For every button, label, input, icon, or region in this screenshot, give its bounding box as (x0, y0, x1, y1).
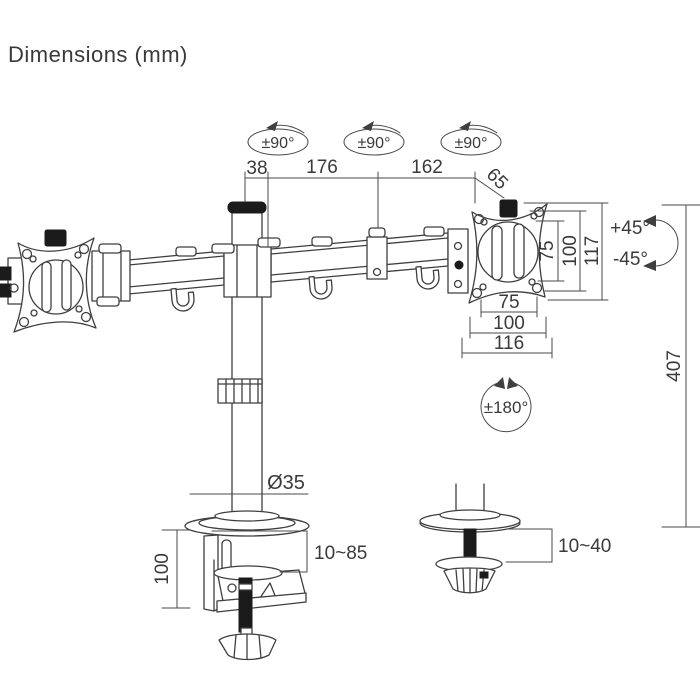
swivel-arrow-icon (362, 121, 374, 131)
grommet-mount (419, 483, 521, 594)
right-vesa-plate (468, 199, 548, 304)
dim-v75-label: 75 (537, 240, 558, 261)
swivel-annotation-2: ±90° (343, 121, 405, 156)
desk-clamp-mount (184, 510, 310, 661)
dim-v100-label: 100 (560, 235, 581, 267)
pole-diameter-dimension: Ø35 (189, 472, 309, 495)
knob-offset-leader (474, 177, 505, 199)
dim-162-label: 162 (411, 157, 443, 178)
left-plate-hinge (0, 257, 25, 305)
swivel-arrow-icon (266, 121, 278, 131)
swivel-2-label: ±90° (358, 135, 391, 152)
dim-117-label: 117 (582, 236, 603, 266)
page-title: Dimensions (mm) (8, 42, 188, 67)
tilt-down-label: -45° (613, 249, 648, 270)
tilt-arrow-up-icon (643, 215, 656, 227)
swivel-3-label: ±90° (455, 135, 488, 152)
clamp-height-dimension: 100 (152, 529, 191, 609)
rotation-annotation: ±180° (480, 377, 532, 433)
dim-dia35-label: Ø35 (267, 472, 305, 494)
right-arm-end-joint (447, 228, 469, 294)
center-pole-joint (211, 237, 281, 298)
swivel-annotation-3: ±90° (440, 121, 502, 156)
left-arm-end-joint (91, 243, 131, 307)
plate-horizontal-dimensions: 75 100 116 (461, 292, 553, 359)
plate-vertical-dimensions: 75 100 117 (523, 202, 609, 301)
dim-116-label: 116 (494, 333, 524, 354)
grommet-range-dimension: 10~40 (505, 528, 611, 563)
tilt-arrow-down-icon (643, 260, 656, 271)
pole-cap (227, 201, 267, 214)
clamp-knob (218, 627, 277, 661)
tilt-annotation: +45° -45° (610, 215, 679, 271)
rotate-arrow-left-icon (494, 377, 505, 389)
left-plate-knob (44, 229, 67, 247)
column-height-dimension: 407 (661, 204, 700, 528)
dim-407-label: 407 (664, 350, 685, 382)
dim-100-clamp-label: 100 (152, 553, 173, 585)
swivel-arrow-icon (459, 121, 471, 131)
right-plate-knob (499, 199, 518, 218)
left-vesa-plate (0, 229, 97, 333)
dim-10-40-label: 10~40 (558, 536, 611, 557)
swivel-1-label: ±90° (262, 135, 295, 152)
mid-arm-joint (366, 227, 388, 280)
monitor-arm (91, 226, 469, 312)
dim-10-85-label: 10~85 (314, 543, 367, 564)
dim-h75-label: 75 (498, 292, 519, 313)
cable-clip (170, 265, 440, 312)
dim-65-label: 65 (482, 164, 512, 194)
grommet-knob (443, 567, 496, 594)
dim-38-label: 38 (246, 158, 267, 179)
dim-h100-label: 100 (493, 313, 525, 334)
rotation-label: ±180° (484, 398, 529, 417)
rotate-arrow-right-icon (507, 377, 518, 389)
dim-176-label: 176 (306, 157, 338, 178)
clamp-range-dimension: 10~85 (211, 530, 367, 573)
swivel-annotation-1: ±90° (247, 121, 309, 156)
pole-collar (217, 378, 263, 404)
arm-top-tab (175, 226, 445, 257)
tilt-up-label: +45° (610, 218, 650, 239)
